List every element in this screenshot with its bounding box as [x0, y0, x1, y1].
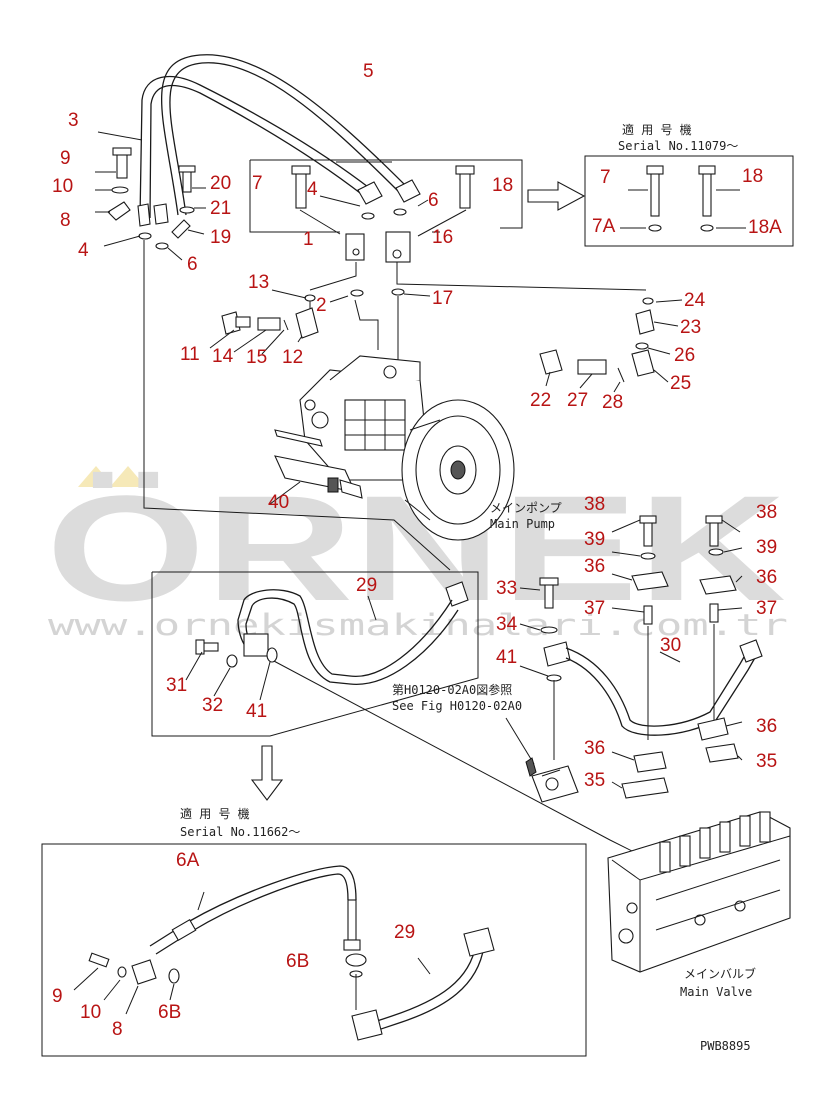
callout-18A: 18A	[748, 217, 782, 238]
main-pump-label-jp: メインポンプ	[490, 501, 562, 515]
callout-4a: 4	[78, 240, 89, 261]
callout-40: 40	[268, 492, 289, 513]
callout-34: 34	[496, 614, 518, 635]
callout-36b: 36	[756, 567, 777, 588]
callout-6B-a: 6B	[286, 951, 309, 972]
valve-block	[525, 757, 579, 803]
callout-35a: 35	[584, 770, 605, 791]
callout-2: 2	[316, 295, 327, 316]
callout-21: 21	[210, 198, 231, 219]
main-valve-label-jp: メインバルブ	[684, 966, 756, 981]
callout-15: 15	[246, 347, 267, 368]
hose-assembly-5	[139, 54, 409, 219]
arrow-to-serial-box	[527, 181, 586, 211]
pipe-29-box	[151, 571, 479, 737]
callout-32: 32	[202, 695, 223, 716]
callout-9: 9	[60, 148, 71, 169]
callout-11: 11	[180, 344, 200, 365]
callout-29b: 29	[394, 922, 415, 943]
callout-10: 10	[52, 176, 73, 197]
callout-10b: 10	[80, 1002, 101, 1023]
main-pump-illustration	[269, 355, 515, 541]
callout-38a: 38	[584, 494, 605, 515]
serial-label-2: Serial No.11662～	[180, 825, 300, 839]
callout-25: 25	[670, 373, 691, 394]
callout-20: 20	[210, 173, 231, 194]
callout-24: 24	[684, 290, 706, 311]
callout-31: 31	[166, 675, 187, 696]
callout-33: 33	[496, 578, 517, 599]
callout-12: 12	[282, 347, 303, 368]
callout-13: 13	[248, 272, 269, 293]
callout-6B-b: 6B	[158, 1002, 181, 1023]
see-fig-label-en: See Fig H0120-02A0	[392, 699, 522, 713]
callout-1: 1	[303, 229, 314, 250]
callout-37a: 37	[584, 598, 605, 619]
left-fitting-group	[95, 131, 206, 261]
drawing-code: PWB8895	[700, 1039, 751, 1053]
callout-22: 22	[530, 390, 551, 411]
callout-6A: 6A	[176, 850, 200, 871]
callout-36a: 36	[584, 556, 605, 577]
watermark-accent-left	[78, 466, 114, 487]
left-pump-fittings	[209, 307, 319, 355]
callout-6b: 6	[428, 190, 439, 211]
callout-41b: 41	[246, 701, 267, 722]
callout-5: 5	[363, 61, 374, 82]
see-fig-leader	[505, 717, 535, 765]
callout-26: 26	[674, 345, 695, 366]
pipe-30-assembly	[519, 515, 763, 799]
watermark-url: www.ornekismakinalari.com.tr	[48, 608, 788, 642]
callout-29a: 29	[356, 575, 377, 596]
callout-36d: 36	[584, 738, 605, 759]
pump-leader-lines	[271, 262, 683, 380]
callout-7A: 7A	[592, 216, 616, 237]
callout-38b: 38	[756, 502, 777, 523]
serial-box-11079: 適 用 号 機 Serial No.11079～	[584, 122, 794, 247]
serial-box-11662: 適 用 号 機 Serial No.11662～	[41, 806, 587, 1057]
callout-14: 14	[212, 346, 234, 367]
pump-fitting-box	[249, 159, 523, 263]
callout-37b: 37	[756, 598, 777, 619]
callout-35b: 35	[756, 751, 777, 772]
callout-numbers: 5 3 9 10 8 4 20 21 19 6 7 4 1 6 16 18 7 …	[52, 61, 782, 1040]
callout-18b: 18	[742, 166, 763, 187]
callout-6a: 6	[187, 254, 198, 275]
callout-16: 16	[432, 227, 453, 248]
arrow-to-serial-box-2	[250, 745, 284, 801]
callout-19: 19	[210, 227, 231, 248]
callout-27: 27	[567, 390, 588, 411]
callout-3: 3	[68, 110, 79, 131]
callout-41a: 41	[496, 647, 517, 668]
watermark-accent-right	[110, 466, 146, 487]
callout-9b: 9	[52, 986, 63, 1007]
main-pump-label-en: Main Pump	[490, 517, 555, 531]
see-fig-label-jp: 第H0120-02A0図参照	[392, 682, 512, 697]
serial-label-jp-2: 適 用 号 機	[180, 806, 250, 821]
callout-8: 8	[60, 210, 71, 231]
callout-36c: 36	[756, 716, 777, 737]
callout-17: 17	[432, 288, 453, 309]
right-pump-fittings	[539, 309, 679, 393]
callout-30: 30	[660, 635, 681, 656]
main-valve-illustration	[607, 811, 791, 973]
callout-39a: 39	[584, 529, 605, 550]
callout-7a: 7	[252, 173, 263, 194]
callout-28: 28	[602, 392, 623, 413]
main-valve-label-en: Main Valve	[680, 985, 752, 999]
callout-39b: 39	[756, 537, 777, 558]
callout-23: 23	[680, 317, 701, 338]
serial-label-1: Serial No.11079～	[618, 139, 738, 153]
callout-7b: 7	[600, 167, 611, 188]
callout-4b: 4	[307, 179, 318, 200]
callout-18a: 18	[492, 175, 513, 196]
callout-8b: 8	[112, 1019, 123, 1040]
serial-label-jp-1: 適 用 号 機	[622, 122, 692, 137]
